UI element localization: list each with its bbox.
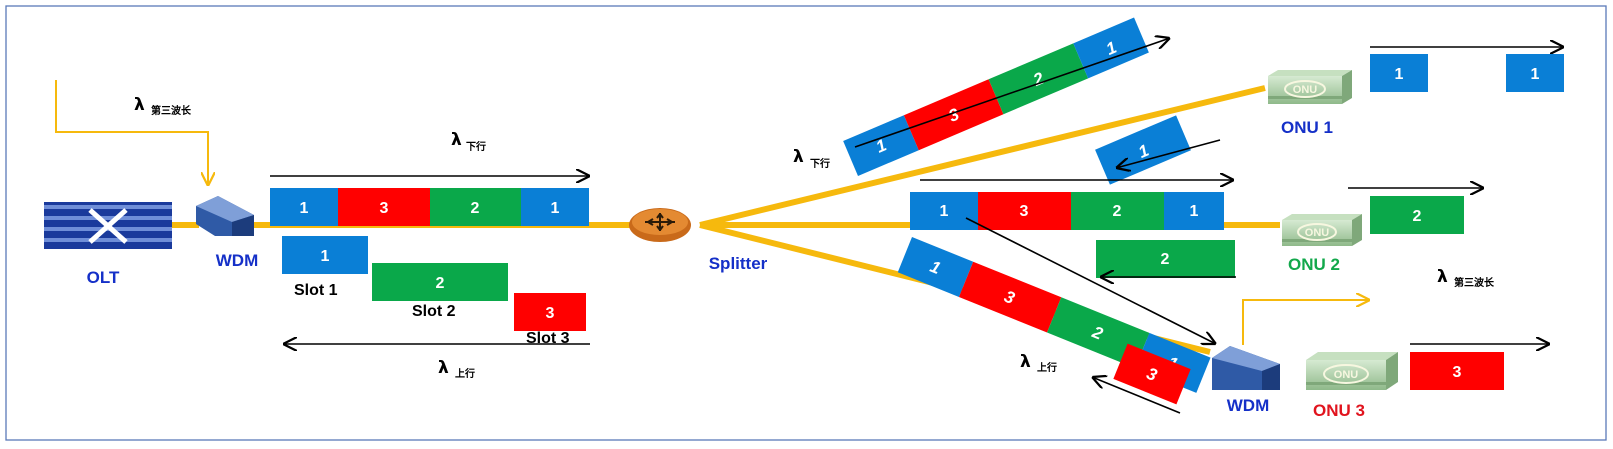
svg-text:下行: 下行 bbox=[810, 157, 830, 170]
branch-top-frame: 1 3 2 1 bbox=[843, 17, 1149, 176]
onu1-received-block-2: 1 bbox=[1506, 54, 1564, 92]
outer-frame bbox=[5, 5, 1607, 441]
svg-text:ONU: ONU bbox=[1293, 84, 1318, 96]
onu3-device: ONU bbox=[1306, 352, 1398, 390]
svg-text:λ: λ bbox=[438, 358, 449, 378]
olt-device bbox=[44, 202, 172, 249]
svg-text:3: 3 bbox=[1020, 203, 1029, 220]
onu2-device: ONU bbox=[1282, 214, 1362, 246]
onu3-received-block: 3 bbox=[1410, 352, 1504, 390]
svg-text:λ: λ bbox=[1437, 267, 1448, 287]
svg-text:2: 2 bbox=[1413, 208, 1422, 225]
svg-text:第三波长: 第三波长 bbox=[1454, 276, 1495, 289]
third-wavelength-feed-right bbox=[1242, 300, 1370, 345]
svg-text:2: 2 bbox=[471, 200, 480, 217]
upstream-arrow-onu1 bbox=[1116, 139, 1221, 168]
slot-1-block: 1 bbox=[282, 236, 368, 274]
slot-2-label: Slot 2 bbox=[412, 303, 456, 320]
svg-text:1: 1 bbox=[940, 203, 949, 220]
svg-text:上行: 上行 bbox=[455, 367, 475, 380]
svg-text:3: 3 bbox=[1453, 364, 1462, 381]
downstream-arrow-low-branch bbox=[965, 217, 1216, 344]
svg-text:3: 3 bbox=[380, 200, 389, 217]
slot-3-label: Slot 3 bbox=[526, 330, 570, 347]
svg-text:3: 3 bbox=[546, 305, 555, 322]
lambda-downstream-branch: λ 下行 bbox=[793, 147, 830, 170]
slot-2-block: 2 bbox=[372, 263, 508, 301]
olt-label: OLT bbox=[87, 268, 120, 287]
onu1-received-block-1: 1 bbox=[1370, 54, 1428, 92]
lambda-upstream-main: λ 上行 bbox=[438, 358, 475, 380]
main-downstream-frame: 1 3 2 1 bbox=[270, 188, 589, 226]
svg-text:1: 1 bbox=[551, 200, 560, 217]
svg-text:1: 1 bbox=[1190, 203, 1199, 220]
svg-text:1: 1 bbox=[321, 248, 330, 265]
lambda-upstream-branch: λ 上行 bbox=[1020, 352, 1057, 374]
svg-text:2: 2 bbox=[436, 275, 445, 292]
svg-text:λ: λ bbox=[134, 95, 145, 115]
svg-text:上行: 上行 bbox=[1037, 361, 1057, 374]
svg-text:1: 1 bbox=[1531, 66, 1540, 83]
downstream-arrow-top-branch bbox=[854, 38, 1170, 148]
upstream-arrow-onu3 bbox=[1092, 377, 1181, 414]
branch-mid-frame: 1 3 2 1 bbox=[910, 192, 1224, 230]
splitter-label: Splitter bbox=[709, 254, 768, 273]
svg-text:2: 2 bbox=[1113, 203, 1122, 220]
wdm-left-label: WDM bbox=[216, 251, 258, 270]
splitter-icon bbox=[645, 213, 675, 231]
lambda-downstream-main: λ 下行 bbox=[451, 130, 486, 153]
lambda-third-left: λ 第三波长 bbox=[134, 95, 192, 117]
onu2-upstream-block: 2 bbox=[1096, 240, 1235, 278]
slot-3-block: 3 bbox=[514, 293, 586, 331]
wdm-right-label: WDM bbox=[1227, 396, 1269, 415]
svg-text:ONU: ONU bbox=[1334, 369, 1359, 381]
wdm-right-device bbox=[1212, 346, 1280, 390]
slot-1-label: Slot 1 bbox=[294, 282, 338, 299]
svg-text:ONU: ONU bbox=[1305, 227, 1330, 239]
onu1-label: ONU 1 bbox=[1281, 118, 1333, 137]
svg-text:λ: λ bbox=[451, 130, 462, 150]
lambda-third-right: λ 第三波长 bbox=[1437, 267, 1495, 289]
third-wavelength-feed-left bbox=[55, 80, 208, 186]
onu3-upstream-block: 3 bbox=[1113, 343, 1191, 405]
onu3-label: ONU 3 bbox=[1313, 401, 1365, 420]
svg-text:1: 1 bbox=[300, 200, 309, 217]
svg-text:下行: 下行 bbox=[466, 140, 486, 153]
onu2-received-block: 2 bbox=[1370, 196, 1464, 234]
svg-text:第三波长: 第三波长 bbox=[151, 104, 192, 117]
svg-text:2: 2 bbox=[1161, 251, 1170, 268]
fiber-branch-onu1 bbox=[699, 85, 1266, 228]
wdm-left-device bbox=[196, 196, 254, 236]
switch-icon bbox=[88, 208, 128, 244]
svg-text:λ: λ bbox=[1020, 352, 1031, 372]
splitter-device bbox=[629, 208, 691, 242]
svg-text:λ: λ bbox=[793, 147, 804, 167]
svg-text:1: 1 bbox=[1395, 66, 1404, 83]
onu2-label: ONU 2 bbox=[1288, 255, 1340, 274]
onu1-device: ONU bbox=[1268, 70, 1352, 104]
